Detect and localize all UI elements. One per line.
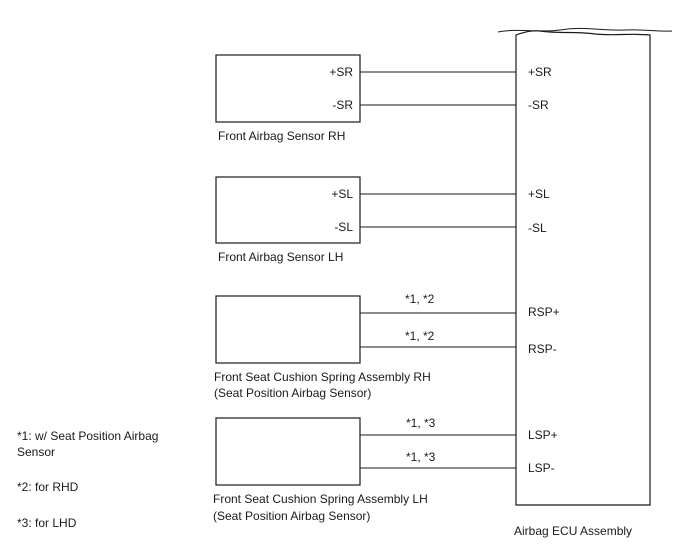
footnote: Sensor bbox=[17, 445, 55, 459]
ecu-pin-label: -SR bbox=[528, 98, 549, 112]
component-front-airbag-sensor-lh: Front Airbag Sensor LH +SL +SL -SL -SL bbox=[215, 176, 550, 264]
component-front-seat-cushion-spring-lh: Front Seat Cushion Spring Assembly LH (S… bbox=[213, 416, 558, 523]
component-label: (Seat Position Airbag Sensor) bbox=[214, 386, 371, 400]
ecu-pin-label: -SL bbox=[528, 221, 547, 235]
component-label: Front Seat Cushion Spring Assembly RH bbox=[214, 370, 431, 384]
footnote: *2: for RHD bbox=[17, 480, 79, 494]
ecu-label: Airbag ECU Assembly bbox=[514, 524, 632, 538]
ecu-pin-label: RSP- bbox=[528, 342, 557, 356]
component-label: Front Airbag Sensor RH bbox=[218, 129, 345, 143]
airbag-ecu-block bbox=[515, 30, 651, 506]
wire-note: *1, *3 bbox=[406, 416, 436, 430]
component-box bbox=[215, 417, 361, 486]
component-label: Front Seat Cushion Spring Assembly LH bbox=[213, 492, 428, 506]
footnote: *3: for LHD bbox=[17, 516, 77, 530]
component-box bbox=[215, 176, 361, 244]
component-pin-label: -SL bbox=[334, 220, 353, 234]
footnotes: *1: w/ Seat Position Airbag Sensor *2: f… bbox=[17, 429, 158, 530]
footnote: *1: w/ Seat Position Airbag bbox=[17, 429, 158, 443]
ecu-break-line bbox=[497, 27, 673, 33]
ecu-pin-label: LSP- bbox=[528, 461, 555, 475]
component-box bbox=[215, 54, 361, 123]
component-box bbox=[215, 295, 361, 364]
component-label: (Seat Position Airbag Sensor) bbox=[213, 509, 370, 523]
component-pin-label: +SL bbox=[331, 187, 353, 201]
ecu-pin-label: LSP+ bbox=[528, 428, 558, 442]
wire-note: *1, *3 bbox=[406, 450, 436, 464]
ecu-pin-label: RSP+ bbox=[528, 305, 560, 319]
component-front-seat-cushion-spring-rh: Front Seat Cushion Spring Assembly RH (S… bbox=[214, 292, 560, 400]
component-pin-label: +SR bbox=[329, 65, 353, 79]
component-front-airbag-sensor-rh: Front Airbag Sensor RH +SR +SR -SR -SR bbox=[215, 54, 552, 143]
ecu-pin-label: +SR bbox=[528, 65, 552, 79]
ecu-pin-label: +SL bbox=[528, 187, 550, 201]
component-label: Front Airbag Sensor LH bbox=[218, 250, 343, 264]
component-pin-label: -SR bbox=[332, 98, 353, 112]
wire-note: *1, *2 bbox=[405, 292, 435, 306]
wire-note: *1, *2 bbox=[405, 329, 435, 343]
